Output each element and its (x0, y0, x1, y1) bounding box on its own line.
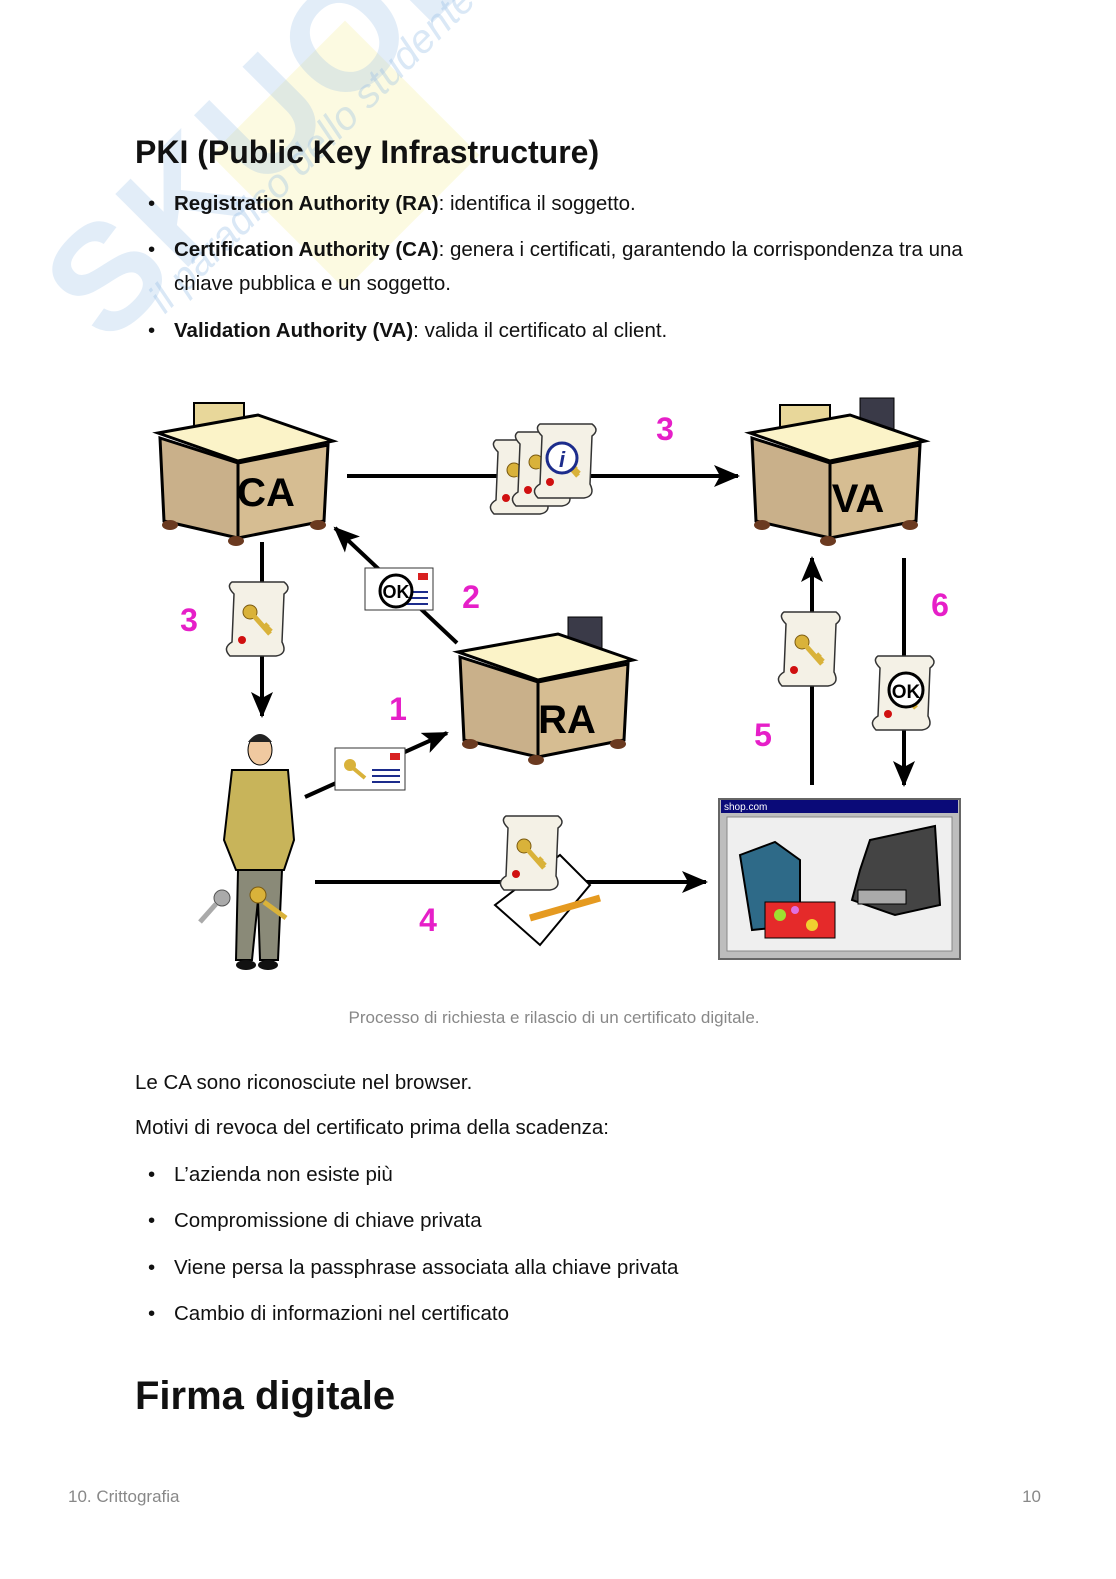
step-3: 3 (180, 602, 198, 638)
certificate-icon (226, 582, 288, 656)
step-2: 2 (462, 579, 480, 615)
term: Certification Authority (CA) (174, 238, 439, 261)
paragraph: Le CA sono riconosciute nel browser. (135, 1071, 473, 1094)
list-item: Viene persa la passphrase associata alla… (148, 1251, 994, 1285)
user-figure (198, 734, 296, 970)
shop-window: shop.com (718, 798, 961, 960)
ca-label: CA (237, 471, 295, 515)
section-title: Firma digitale (135, 1374, 396, 1418)
info-icon: i (559, 447, 566, 472)
signed-document (493, 816, 601, 947)
definition: : valida il certificato al client. (413, 319, 668, 342)
pki-diagram: CA VA RA i (156, 397, 961, 970)
term: Registration Authority (RA) (174, 192, 439, 215)
step-3: 3 (656, 411, 674, 447)
definition: : genera i certificati, garantendo la co… (174, 238, 963, 295)
list-item: Registration Authority (RA): identifica … (148, 187, 994, 221)
term: Validation Authority (VA) (174, 319, 414, 342)
ok-icon: OK (383, 582, 410, 602)
definition: : identifica il soggetto. (438, 192, 636, 215)
list-item: Validation Authority (VA): valida il cer… (148, 314, 994, 348)
list-item: Compromissione di chiave privata (148, 1204, 994, 1238)
ok-certificate: OK (872, 656, 934, 730)
ca-desk (156, 402, 335, 548)
list-item: Certification Authority (CA): genera i c… (148, 233, 994, 301)
shop-title: shop.com (724, 802, 767, 813)
key-request-envelope (334, 747, 406, 791)
list-item: L’azienda non esiste più (148, 1158, 994, 1192)
certificates-stack: i (490, 424, 596, 514)
ok-icon: OK (892, 682, 921, 703)
page-title: PKI (Public Key Infrastructure) (135, 134, 600, 170)
va-desk (748, 397, 927, 548)
ra-label: RA (538, 698, 596, 742)
list-item: Cambio di informazioni nel certificato (148, 1297, 994, 1331)
step-4: 4 (419, 902, 437, 938)
figure-caption: Processo di richiesta e rilascio di un c… (348, 1008, 760, 1027)
step-1: 1 (389, 691, 407, 727)
shorts-icon (764, 901, 836, 939)
certificate-icon (778, 612, 840, 686)
step-6: 6 (931, 587, 949, 623)
step-numbers: 1 2 3 3 4 5 6 (180, 411, 949, 938)
page-number: 10 (1022, 1487, 1041, 1506)
ok-request-envelope: OK (364, 567, 434, 611)
footer-chapter: 10. Crittografia (68, 1487, 180, 1506)
ra-desk (456, 616, 635, 767)
va-label: VA (832, 477, 885, 521)
step-5: 5 (754, 717, 772, 753)
paragraph: Motivi di revoca del certificato prima d… (135, 1116, 609, 1139)
